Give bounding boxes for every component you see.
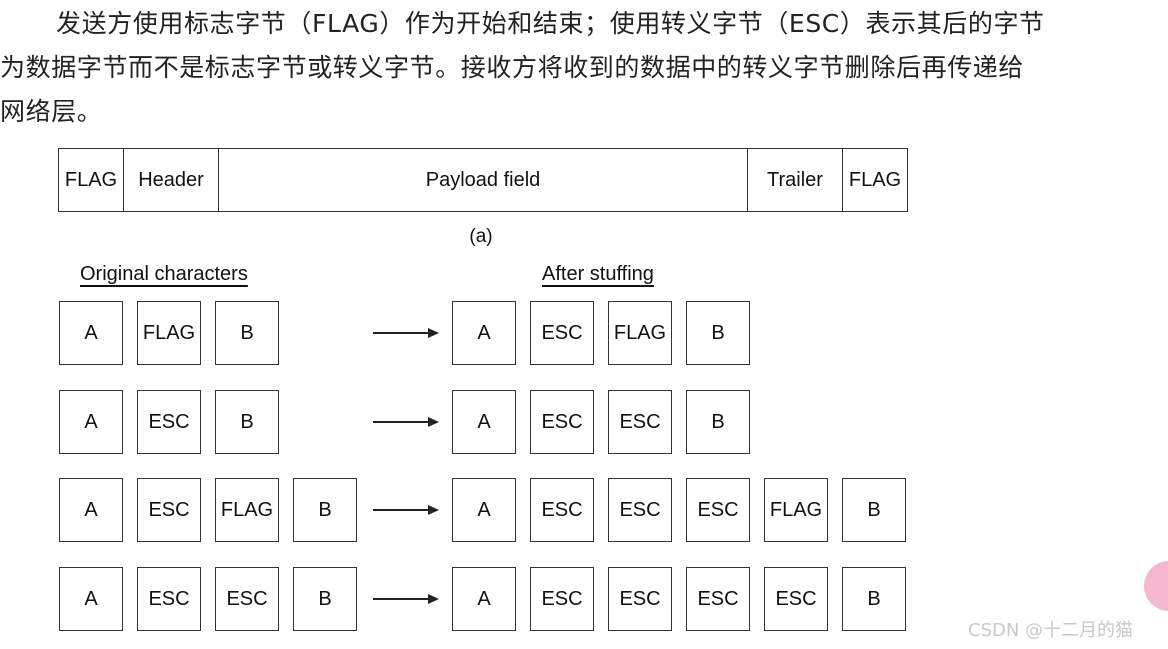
stuffed-box-b: B [842,478,906,542]
stuffed-box-esc: ESC [608,390,672,454]
original-box-a: A [59,390,123,454]
original-box-b: B [293,478,357,542]
figure-caption-a: (a) [469,226,493,247]
original-box-flag: FLAG [215,478,279,542]
floating-badge-icon [1144,561,1168,611]
original-box-esc: ESC [137,390,201,454]
paragraph-line-1: 发送方使用标志字节（FLAG）作为开始和结束；使用转义字节（ESC）表示其后的字… [56,9,1045,38]
original-characters-heading: Original characters [80,263,248,285]
original-box-b: B [293,567,357,631]
original-box-esc: ESC [137,567,201,631]
stuffed-box-b: B [842,567,906,631]
original-box-b: B [215,301,279,365]
description-paragraph: 发送方使用标志字节（FLAG）作为开始和结束；使用转义字节（ESC）表示其后的字… [0,2,1168,134]
stuffed-box-a: A [452,390,516,454]
stuffed-box-a: A [452,567,516,631]
arrow-right-icon [373,328,439,338]
stuffed-box-esc: ESC [608,567,672,631]
stuffed-box-flag: FLAG [764,478,828,542]
arrow-right-icon [373,594,439,604]
stuffed-box-esc: ESC [764,567,828,631]
arrow-right-icon [373,505,439,515]
stuffed-box-b: B [686,390,750,454]
stuffed-box-esc: ESC [530,390,594,454]
stuffed-box-esc: ESC [608,478,672,542]
original-box-flag: FLAG [137,301,201,365]
stuffed-box-esc: ESC [530,301,594,365]
original-box-esc: ESC [215,567,279,631]
original-box-a: A [59,478,123,542]
frame-field-flag-start: FLAG [59,149,124,211]
original-box-a: A [59,301,123,365]
original-box-a: A [59,567,123,631]
stuffed-box-a: A [452,478,516,542]
frame-field-trailer: Trailer [748,149,843,211]
paragraph-line-3: 网络层。 [0,97,103,126]
stuffed-box-esc: ESC [686,567,750,631]
stuffed-box-esc: ESC [530,478,594,542]
original-box-esc: ESC [137,478,201,542]
stuffed-box-esc: ESC [686,478,750,542]
stuffed-box-flag: FLAG [608,301,672,365]
frame-format-diagram: FLAG Header Payload field Trailer FLAG [58,148,908,212]
frame-field-flag-end: FLAG [848,168,902,191]
stuffed-box-a: A [452,301,516,365]
after-stuffing-heading: After stuffing [542,263,654,285]
original-box-b: B [215,390,279,454]
stuffed-box-esc: ESC [530,567,594,631]
arrow-right-icon [373,417,439,427]
frame-field-header: Header [124,149,219,211]
stuffed-box-b: B [686,301,750,365]
frame-field-payload: Payload field [219,149,748,211]
paragraph-line-2: 为数据字节而不是标志字节或转义字节。接收方将收到的数据中的转义字节删除后再传递给 [0,53,1025,82]
csdn-watermark: CSDN @十二月的猫 [968,620,1134,641]
